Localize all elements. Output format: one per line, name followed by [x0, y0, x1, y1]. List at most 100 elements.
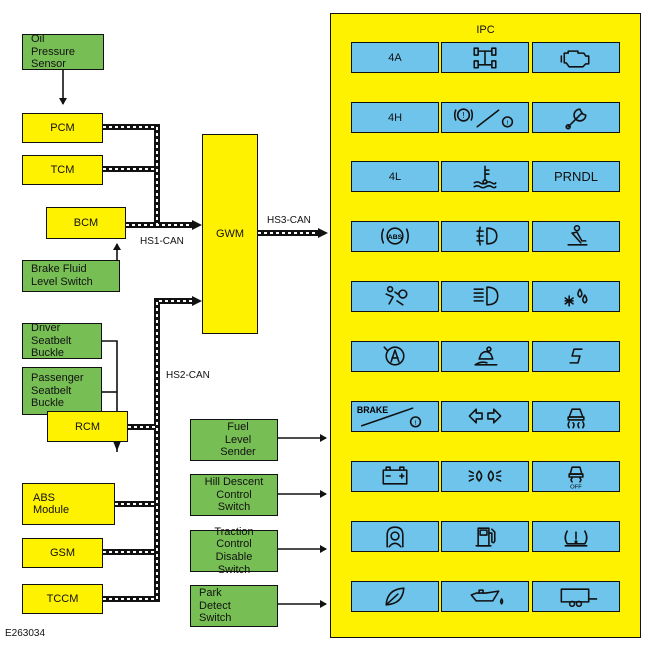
check-engine-icon	[560, 50, 590, 68]
hs3-can-bus	[258, 228, 328, 238]
svg-text:BRAKE: BRAKE	[357, 405, 388, 415]
turn-signal-icon	[441, 401, 529, 432]
ipc-tile-4h: 4H	[351, 102, 439, 133]
eco-leaf-icon	[385, 587, 405, 606]
svg-text:!: !	[462, 111, 464, 120]
ipc-tile-label: 4L	[388, 170, 402, 183]
park-detect-switch-box: Park Detect Switch	[190, 585, 278, 627]
fog-lamp-icon	[476, 226, 498, 246]
traction-control-icon	[532, 401, 620, 432]
airbag-icon	[385, 285, 408, 306]
passenger-seatbelt-buckle-label: Passenger Seatbelt Buckle	[31, 372, 84, 410]
auto-start-stop-icon	[383, 346, 405, 366]
gwm-label: GWM	[215, 228, 245, 240]
4wd-axle-icon	[473, 47, 497, 69]
brake-fluid-level-switch-box: Brake Fluid Level Switch	[22, 260, 120, 292]
fog-lamp-icon	[441, 221, 529, 252]
tcm-box: TCM	[22, 155, 103, 185]
low-temperature-icon	[564, 288, 588, 307]
tire-pressure-icon	[532, 521, 620, 552]
sport-mode-icon	[569, 348, 583, 364]
ipc-tile-label: 4H	[387, 111, 403, 124]
pcm-box: PCM	[22, 113, 103, 143]
airbag-icon	[351, 281, 439, 312]
ipc-tile-label: PRNDL	[553, 169, 599, 184]
ipc-tile-4l: 4L	[351, 161, 439, 192]
coolant-temperature-icon	[441, 161, 529, 192]
4wd-axle-icon	[441, 42, 529, 73]
oil-pressure-sensor-label: Oil Pressure Sensor	[31, 33, 76, 71]
traction-control-off-icon: OFF	[568, 466, 584, 491]
tire-pressure-icon	[564, 530, 588, 547]
side-lamp-icon	[468, 470, 502, 482]
traction-control-icon	[567, 408, 585, 429]
gwm-box: GWM	[202, 134, 258, 334]
oil-pressure-sensor-box: Oil Pressure Sensor	[22, 33, 104, 71]
fuel-level-sender-box: Fuel Level Sender	[190, 419, 278, 461]
eco-leaf-icon	[351, 581, 439, 612]
ipc-tile-label: 4A	[388, 51, 402, 64]
gsm-label: GSM	[49, 547, 76, 559]
ipc-tile-4a: 4A	[351, 42, 439, 73]
seatbelt-icon	[532, 221, 620, 252]
high-beam-icon	[441, 281, 529, 312]
high-beam-icon	[473, 286, 499, 306]
coolant-temperature-icon	[473, 165, 497, 189]
ipc-panel: IPC 4A 4H!! 4L PRNDL ABS BRAKE! OFF	[330, 13, 641, 638]
abs-module-box: ABS Module	[22, 483, 115, 525]
brake-warning-icon: BRAKE!	[351, 401, 439, 432]
oil-pressure-icon	[441, 581, 529, 612]
auto-start-stop-icon	[351, 341, 439, 372]
pcm-label: PCM	[50, 122, 75, 134]
battery-icon	[351, 461, 439, 492]
svg-text:!: !	[415, 420, 417, 427]
park-brake-fault-icon: !!	[441, 102, 529, 133]
hill-descent-icon	[441, 341, 529, 372]
hs1-can-bus	[103, 124, 202, 230]
svg-text:OFF: OFF	[570, 485, 582, 491]
driver-seatbelt-buckle-label: Driver Seatbelt Buckle	[31, 322, 72, 360]
abs-icon: ABS	[351, 221, 439, 252]
check-engine-icon	[532, 42, 620, 73]
rcm-label: RCM	[74, 420, 101, 433]
hill-descent-control-switch-label: Hill Descent Control Switch	[204, 476, 264, 514]
hs2-can-label: HS2-CAN	[166, 370, 210, 381]
svg-text:!: !	[507, 120, 509, 127]
passenger-seatbelt-buckle-box: Passenger Seatbelt Buckle	[22, 367, 102, 415]
bcm-box: BCM	[46, 207, 126, 239]
park-brake-fault-icon: !!	[453, 108, 514, 128]
traction-control-off-icon: OFF	[532, 461, 620, 492]
trailer-icon	[560, 588, 598, 608]
abs-module-label: ABS Module	[33, 492, 70, 516]
ipc-tile-prndl: PRNDL	[532, 161, 620, 192]
park-detect-switch-label: Park Detect Switch	[199, 587, 232, 625]
tccm-box: TCCM	[22, 584, 103, 614]
sport-mode-icon	[532, 341, 620, 372]
bcm-label: BCM	[73, 217, 99, 229]
hs1-can-label: HS1-CAN	[140, 236, 184, 247]
traction-control-disable-switch-box: Traction Control Disable Switch	[190, 526, 278, 576]
turn-signal-icon	[468, 408, 502, 424]
svg-text:ABS: ABS	[388, 234, 403, 241]
figure-id: E263034	[5, 628, 46, 639]
driver-alert-icon	[386, 526, 404, 548]
hs2-can-bus	[103, 296, 202, 602]
traction-control-disable-switch-label: Traction Control Disable Switch	[214, 525, 254, 576]
fuel-icon	[475, 527, 496, 547]
gsm-box: GSM	[22, 538, 103, 568]
low-temperature-icon	[532, 281, 620, 312]
driver-alert-icon	[351, 521, 439, 552]
fuel-level-sender-label: Fuel Level Sender	[220, 421, 256, 459]
side-lamp-icon	[441, 461, 529, 492]
ipc-title: IPC	[476, 24, 495, 36]
brake-fluid-level-switch-label: Brake Fluid Level Switch	[31, 263, 93, 288]
brake-warning-icon: BRAKE!	[357, 405, 422, 428]
tccm-label: TCCM	[46, 593, 79, 605]
tcm-label: TCM	[50, 164, 75, 176]
seatbelt-icon	[567, 224, 588, 246]
fuel-icon	[441, 521, 529, 552]
service-wrench-icon	[565, 108, 587, 130]
hill-descent-icon	[474, 346, 498, 366]
service-wrench-icon	[532, 102, 620, 133]
